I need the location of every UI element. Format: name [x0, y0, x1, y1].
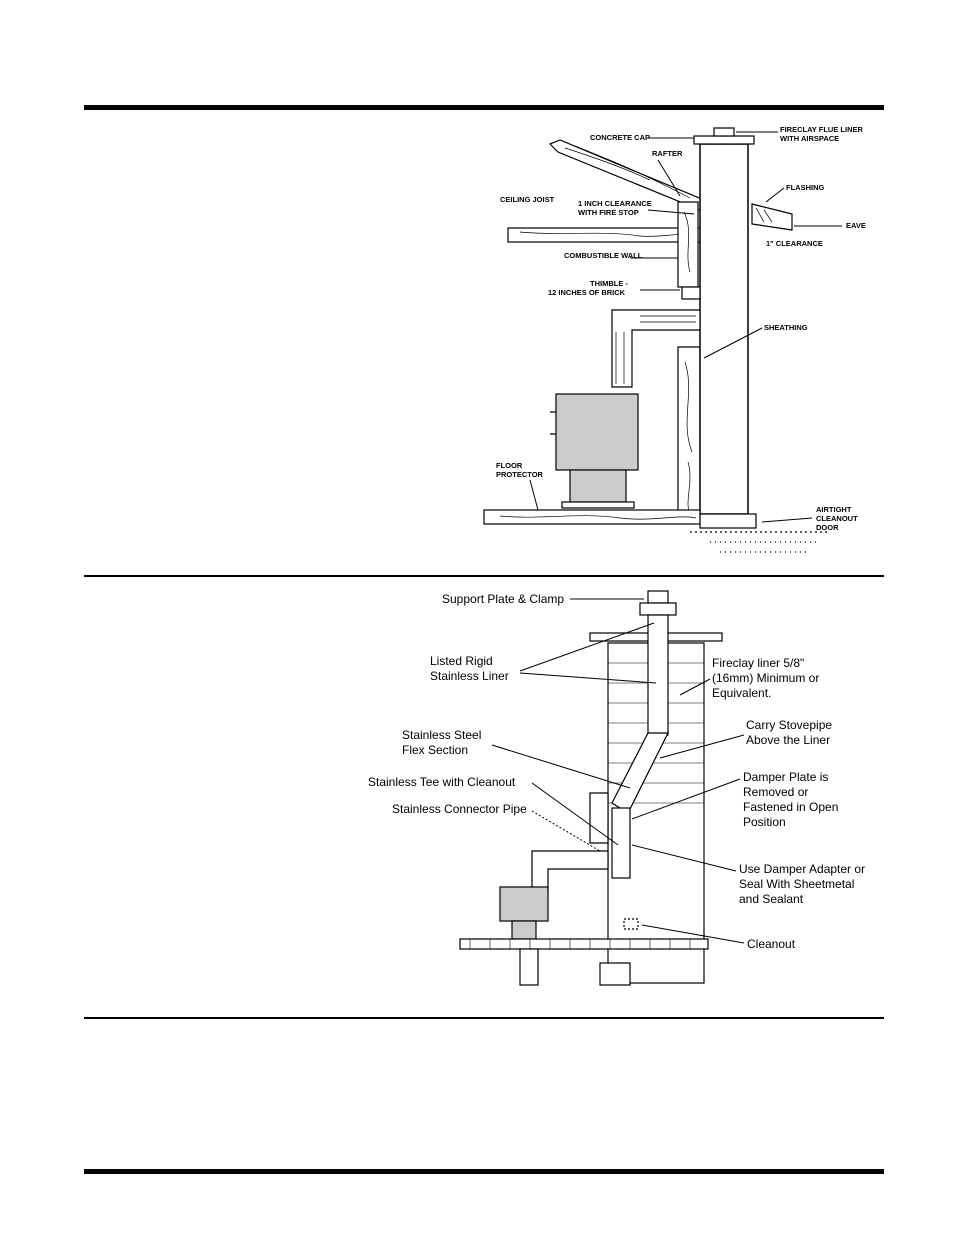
label-flex-line1: Stainless Steel [402, 728, 481, 742]
floor-and-hearth [459, 918, 709, 986]
leader-lines-2 [491, 598, 745, 944]
label-listed-line2: Stainless Liner [430, 669, 509, 683]
label-adapter-line2: Seal With Sheetmetal [739, 877, 854, 891]
stainless-liner [611, 590, 677, 879]
label-combustible-wall: COMBUSTIBLE WALL [564, 251, 643, 260]
label-adapter-line3: and Sealant [739, 892, 804, 906]
flue-liner-top [713, 127, 735, 137]
leader-lines [529, 131, 842, 523]
label-tee: Stainless Tee with Cleanout [368, 775, 516, 789]
label-floor-line2: PROTECTOR [496, 470, 544, 479]
label-support-plate: Support Plate & Clamp [442, 592, 564, 606]
top-rule [84, 105, 884, 110]
lower-rule [84, 1017, 884, 1019]
middle-rule [84, 575, 884, 577]
chimney-stack [699, 143, 749, 515]
label-flashing: FLASHING [786, 183, 824, 192]
masonry-chimney-diagram: CONCRETE CAP FIRECLAY FLUE LINER WITH AI… [480, 122, 890, 567]
floor-illustration [483, 509, 830, 553]
label-sheathing: SHEATHING [764, 323, 808, 332]
label-fireclay-line1: Fireclay liner 5/8" [712, 656, 804, 670]
concrete-cap [693, 135, 755, 145]
label-airtight-line1: AIRTIGHT [816, 505, 852, 514]
label-floor-line1: FLOOR [496, 461, 523, 470]
label-damper-line3: Fastened in Open [743, 800, 838, 814]
label-flex-line2: Flex Section [402, 743, 468, 757]
combustible-wall-illustration [677, 201, 701, 518]
label-ceiling-joist: CEILING JOIST [500, 195, 555, 204]
label-damper-line1: Damper Plate is [743, 770, 828, 784]
label-carry-line1: Carry Stovepipe [746, 718, 832, 732]
label-airtight-line2: CLEANOUT [816, 514, 858, 523]
wood-stove-illustration [550, 393, 639, 509]
ceiling-joist-illustration [507, 227, 701, 243]
label-clearance-line2: WITH FIRE STOP [578, 208, 639, 217]
label-airtight-line3: DOOR [816, 523, 839, 532]
label-damper-line4: Position [743, 815, 786, 829]
label-thimble-line2: 12 INCHES OF BRICK [548, 288, 626, 297]
label-damper-line2: Removed or [743, 785, 808, 799]
label-fireclay-line2: (16mm) Minimum or [712, 671, 819, 685]
label-cleanout: Cleanout [747, 937, 796, 951]
label-listed-line1: Listed Rigid [430, 654, 493, 668]
label-one-inch-clearance: 1" CLEARANCE [766, 239, 823, 248]
label-fireclay-line1: FIRECLAY FLUE LINER [780, 125, 864, 134]
bottom-rule [84, 1169, 884, 1174]
label-concrete-cap: CONCRETE CAP [590, 133, 650, 142]
label-fireclay-line2: WITH AIRSPACE [780, 134, 839, 143]
stovepipe-illustration [611, 286, 701, 388]
fireplace-liner-diagram: Support Plate & Clamp Listed Rigid Stain… [360, 583, 888, 988]
label-connector: Stainless Connector Pipe [392, 802, 527, 816]
stove-and-connector [499, 850, 609, 940]
label-fireclay-line3: Equivalent. [712, 686, 771, 700]
label-thimble-line1: THIMBLE - [590, 279, 628, 288]
eave-illustration [751, 203, 793, 231]
label-carry-line2: Above the Liner [746, 733, 830, 747]
label-clearance-line1: 1 INCH CLEARANCE [578, 199, 652, 208]
label-adapter-line1: Use Damper Adapter or [739, 862, 865, 876]
label-eave: EAVE [846, 221, 866, 230]
label-rafter: RAFTER [652, 149, 683, 158]
